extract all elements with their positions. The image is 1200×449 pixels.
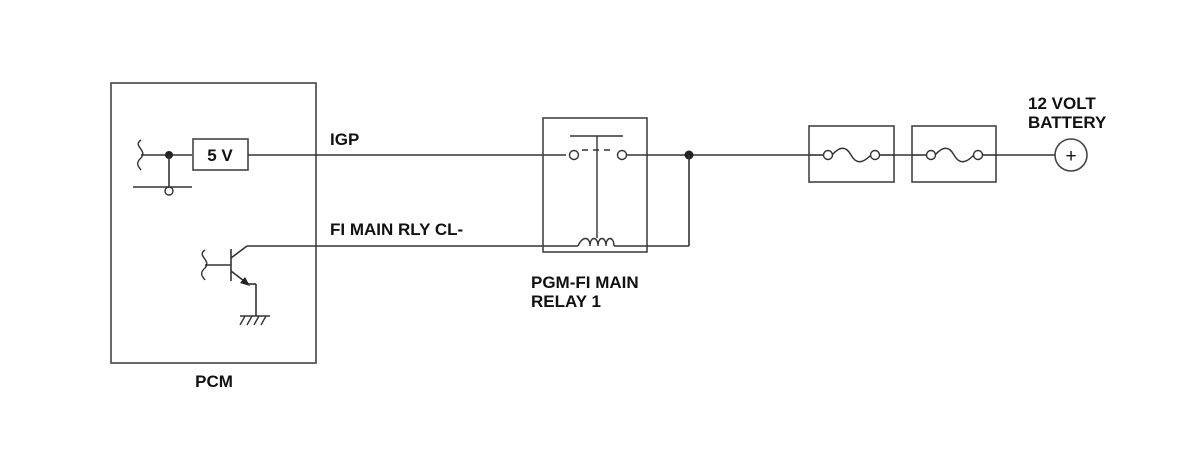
- pcm-box: [110, 82, 317, 364]
- voltage-source-label: 5 V: [207, 146, 233, 165]
- pcm-driver-input-symbol: [200, 249, 208, 281]
- fuse-1-icon: [831, 147, 872, 163]
- transistor-emitter-arrow: [240, 277, 250, 286]
- relay-box: [542, 117, 648, 253]
- fuse-1-terminal-right: [869, 149, 881, 161]
- relay-label-line1: PGM-FI MAIN: [531, 273, 639, 292]
- transistor-collector: [230, 245, 248, 259]
- fuse-1-box: [808, 125, 895, 183]
- relay: PGM-FI MAIN RELAY 1: [531, 117, 689, 311]
- fuse-2-terminal-left: [925, 149, 937, 161]
- battery: + 12 VOLT BATTERY: [1028, 94, 1107, 172]
- fuse-2-box: [911, 125, 997, 183]
- fuse-1-terminal-left: [822, 149, 834, 161]
- ground-icon: [239, 315, 270, 326]
- pcm-sense-terminal: [164, 186, 174, 196]
- fuse-2: [911, 125, 997, 183]
- relay-contact-left: [568, 149, 580, 161]
- relay-contact-right: [616, 149, 628, 161]
- fuse-2-icon: [934, 147, 975, 163]
- igp-wire-label: IGP: [330, 130, 359, 149]
- relay-coil-icon: [577, 237, 615, 247]
- fuse-2-terminal-right: [972, 149, 984, 161]
- pcm-module: 5 V PCM: [110, 82, 317, 391]
- battery-plus-symbol: +: [1065, 146, 1076, 167]
- pcm-igp-input-symbol: [136, 139, 144, 171]
- battery-terminal-icon: [1054, 138, 1088, 172]
- battery-label-line2: BATTERY: [1028, 113, 1107, 132]
- relay-control-wire-label: FI MAIN RLY CL-: [330, 220, 463, 239]
- pcm-label: PCM: [195, 372, 233, 391]
- battery-label-line1: 12 VOLT: [1028, 94, 1096, 113]
- fuse-1: [808, 125, 895, 183]
- relay-label-line2: RELAY 1: [531, 292, 601, 311]
